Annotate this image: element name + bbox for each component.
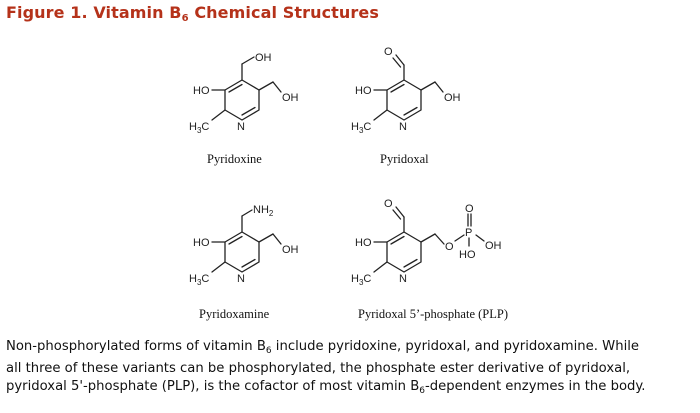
oxygen-label: O [384, 198, 393, 210]
caption-line: all three of these variants can be phosp… [6, 361, 631, 376]
oxygen-label: O [465, 203, 474, 215]
hydroxyl-label: OH [282, 244, 299, 256]
hydroxyl-label: HO [193, 85, 210, 97]
ester-oxygen-label: O [445, 241, 454, 253]
hydroxyl-label: OH [282, 92, 299, 104]
methyl-label: H3C [351, 273, 371, 287]
structure-pyridoxine: OH HO OH N H3C Pyridoxine [189, 52, 299, 166]
molecule-name-pyridoxine: Pyridoxine [207, 152, 262, 166]
hydroxyl-label: HO [193, 237, 210, 249]
structure-pyridoxal: O HO OH N H3C Pyridoxal [351, 46, 461, 166]
nitrogen-label: N [399, 273, 407, 285]
methyl-label: H3C [189, 121, 209, 135]
structure-pyridoxamine: NH2 HO OH N H3C Pyridoxamine [189, 204, 299, 321]
nitrogen-label: N [399, 121, 407, 133]
hydroxyl-label: OH [485, 240, 502, 252]
figure-title: Figure 1. Vitamin B6 Chemical Structures [6, 3, 379, 24]
amine-label: NH2 [253, 204, 274, 218]
hydroxyl-label: HO [355, 85, 372, 97]
hydroxyl-label: HO [355, 237, 372, 249]
hydroxyl-label: OH [255, 52, 272, 64]
nitrogen-label: N [237, 273, 245, 285]
structure-plp: O HO O P O OH HO N H3C Pyridoxal 5’-phos… [351, 198, 508, 321]
hydroxyl-label: OH [444, 92, 461, 104]
nitrogen-label: N [237, 121, 245, 133]
molecule-name-pyridoxamine: Pyridoxamine [199, 307, 270, 321]
chemical-structures-diagram: OH HO OH N H3C Pyridoxine O HO OH N H3C … [189, 46, 508, 321]
hydroxyl-label: HO [459, 249, 476, 261]
phosphorus-label: P [465, 227, 472, 239]
oxygen-label: O [384, 46, 393, 58]
methyl-label: H3C [351, 121, 371, 135]
figure-caption: Non-phosphorylated forms of vitamin B6 i… [6, 338, 696, 400]
methyl-label: H3C [189, 273, 209, 287]
caption-line: pyridoxal 5'-phosphate (PLP), is the cof… [6, 379, 646, 396]
caption-line: Non-phosphorylated forms of vitamin B6 i… [6, 339, 640, 356]
molecule-name-plp: Pyridoxal 5’-phosphate (PLP) [358, 307, 508, 321]
molecule-name-pyridoxal: Pyridoxal [380, 152, 429, 166]
